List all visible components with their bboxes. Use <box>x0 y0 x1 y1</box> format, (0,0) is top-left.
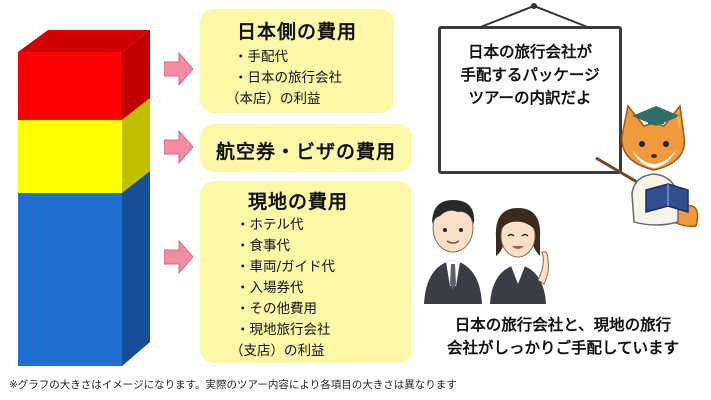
stack-side-local <box>122 171 150 366</box>
local-cost-item: ・入場券代 <box>236 280 304 296</box>
footnote: ※グラフの大きさはイメージになります。実際のツアー内容により各項目の大きさは異な… <box>9 379 457 391</box>
local-cost-item: ・現地旅行会社 <box>236 322 331 338</box>
local-cost-item: ・食事代 <box>236 238 290 254</box>
local-cost-title: 現地の費用 <box>248 191 349 213</box>
cost-stack-bar <box>18 30 150 366</box>
air-visa-cost-box: 航空券・ビザの費用 <box>200 124 412 172</box>
air-visa-cost-title: 航空券・ビザの費用 <box>215 141 396 163</box>
speech-line: 日本の旅行会社が <box>467 43 592 61</box>
stack-segment-air <box>18 120 122 193</box>
local-cost-item: ・ホテル代 <box>236 217 304 233</box>
local-cost-item: （支店）の利益 <box>230 343 325 359</box>
bottom-statement-line: 日本の旅行会社と、現地の旅行 <box>454 316 672 334</box>
right-arrow-icon <box>164 240 194 274</box>
right-arrow-icon <box>164 130 194 164</box>
bottom-statement: 日本の旅行会社と、現地の旅行 会社がしっかりご手配しています <box>418 314 708 360</box>
japan-cost-item: （本店）の利益 <box>226 91 321 107</box>
japan-cost-box: 日本側の費用 ・手配代 ・日本の旅行会社 （本店）の利益 <box>200 9 394 113</box>
stack-segment-japan <box>18 52 122 120</box>
stack-side-air <box>122 98 150 193</box>
stack-segment-local <box>18 193 122 366</box>
japan-cost-item: ・日本の旅行会社 <box>234 70 342 86</box>
local-cost-box: 現地の費用 ・ホテル代 ・食事代 ・車両/ガイド代 ・入場券代 ・その他費用 ・… <box>200 181 412 363</box>
speech-line: 手配するパッケージ <box>460 66 600 84</box>
stack-side-japan <box>122 30 150 120</box>
board-hanger <box>477 3 591 29</box>
bottom-statement-line: 会社がしっかりご手配しています <box>446 339 680 357</box>
local-cost-item: ・車両/ガイド代 <box>236 259 336 275</box>
right-arrow-icon <box>164 52 194 86</box>
japan-cost-title: 日本側の費用 <box>236 21 357 43</box>
speech-board: 日本の旅行会社が 手配するパッケージ ツアーの内訳だよ <box>438 26 622 174</box>
speech-line: ツアーの内訳だよ <box>468 89 592 107</box>
fox-teacher-icon <box>595 104 699 228</box>
local-cost-item: ・その他費用 <box>236 301 317 317</box>
businesswoman-icon <box>490 208 549 304</box>
businessman-icon <box>424 200 482 304</box>
japan-cost-item: ・手配代 <box>234 49 288 65</box>
stack-top-face <box>18 30 150 52</box>
